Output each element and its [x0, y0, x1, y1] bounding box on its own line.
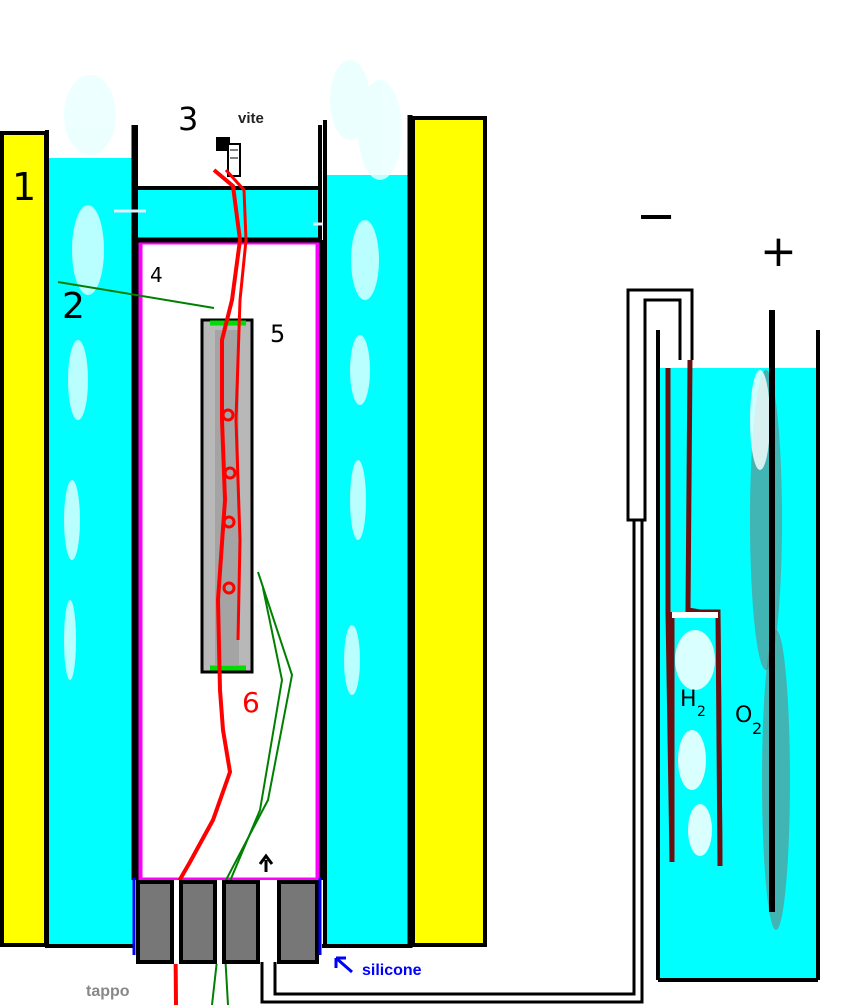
o2-label: O: [735, 703, 752, 728]
plus-sign: +: [760, 226, 797, 277]
screw: [216, 137, 241, 177]
label-3: 3: [178, 100, 198, 138]
label-2-leader: [57, 281, 215, 309]
minus-sign: −: [636, 188, 676, 244]
right-yellow-wall: [411, 116, 487, 947]
left-bubbles: [64, 75, 116, 680]
label-tappo: tappo: [86, 983, 130, 1000]
red-wire: [172, 168, 243, 1006]
gas-tube-inner: [273, 298, 682, 996]
o2-subscript: 2: [752, 719, 762, 738]
inner-top-cyan: [134, 186, 322, 242]
h2-label: H: [680, 687, 697, 712]
label-4: 4: [150, 263, 163, 287]
label-vite: vite: [238, 110, 264, 127]
label-5: 5: [270, 320, 285, 348]
label-silicone: silicone: [362, 962, 422, 979]
label-1: 1: [12, 165, 36, 209]
left-yellow-wall: [0, 131, 48, 947]
silicone-arrow: [334, 956, 353, 974]
right-bubbles: [330, 60, 402, 695]
h2-bubbles: [675, 630, 715, 856]
plug: [132, 878, 322, 964]
label-6: 6: [242, 686, 260, 719]
h2-subscript: 2: [697, 704, 706, 720]
label-2: 2: [62, 286, 85, 327]
right-cyan-water: [325, 175, 409, 945]
